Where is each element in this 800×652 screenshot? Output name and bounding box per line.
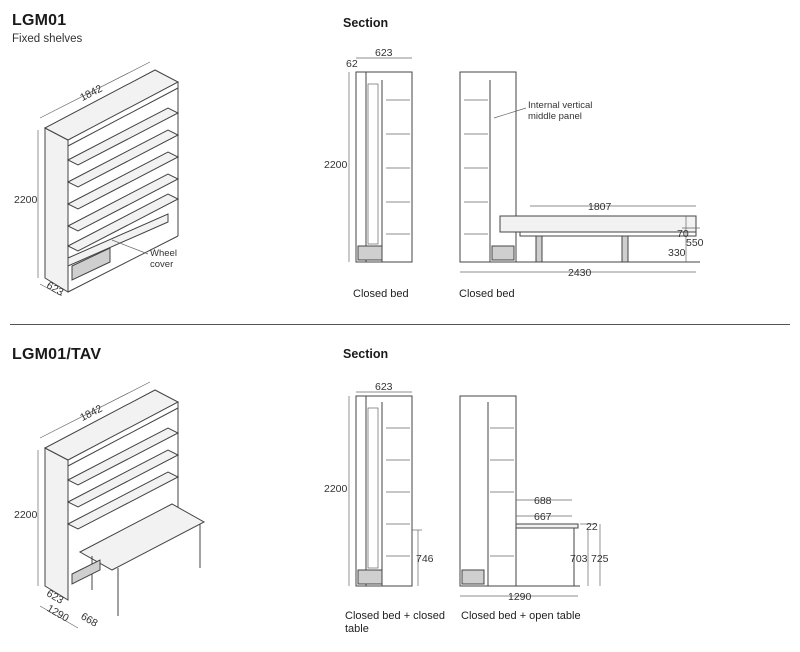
note-wheel-cover-2: cover — [150, 259, 173, 270]
dim-iso-height-tav: 2200 — [14, 509, 38, 521]
note-internal-panel-1: Internal vertical — [528, 100, 592, 111]
iso-side-panel-tav — [44, 447, 69, 601]
dim-height-a: 2200 — [324, 159, 348, 171]
product-title-lgm01: LGM01 — [12, 12, 67, 29]
dim-iso-table-depth: 668 — [79, 610, 100, 629]
note-internal-panel-2: middle panel — [528, 111, 582, 122]
dim-height-tav-a: 2200 — [324, 483, 348, 495]
caption-closed-bed-b: Closed bed — [459, 288, 515, 300]
dim-bed-height: 550 — [686, 237, 704, 249]
dim-frame-height: 330 — [668, 247, 686, 259]
dim-width-tav-a: 623 — [375, 381, 393, 393]
caption-line-2: table — [345, 623, 369, 635]
section-open-table-b: 688 667 22 703 725 1290 — [459, 395, 609, 603]
iso-shelves — [66, 107, 180, 252]
bed-mattress — [499, 215, 697, 233]
caption-closed-bed-open-table: Closed bed + open table — [461, 610, 581, 622]
dim-height-725: 725 — [591, 553, 609, 565]
iso-view-lgm01: 1842 2200 623 Wheel cover — [14, 61, 180, 299]
section-divider — [10, 324, 790, 325]
iso-view-lgm01-tav: 1842 2200 623 1290 668 — [14, 381, 206, 630]
product-subtitle: Fixed shelves — [12, 33, 83, 45]
dim-table-inner: 667 — [534, 511, 552, 523]
iso-table-top — [78, 503, 206, 571]
section-shelves-b — [464, 99, 488, 235]
section-shelves-a — [386, 99, 410, 235]
cabinet-outline-b — [459, 71, 517, 263]
dim-width-a: 623 — [375, 47, 393, 59]
dim-top-a: 62 — [346, 58, 358, 70]
iso-bed-base — [67, 213, 169, 267]
dim-table-height-a: 746 — [416, 553, 434, 565]
dim-mattress: 70 — [677, 228, 689, 240]
section-heading-bottom: Section — [343, 347, 389, 361]
section-closed-bed-b: Internal vertical middle panel 1807 70 5… — [459, 71, 704, 279]
iso-shelves-tav — [66, 427, 180, 530]
caption-closed-bed-closed-table: Closed bed + closed table — [345, 610, 445, 636]
cabinet-outline-tav-a — [355, 395, 413, 587]
section-shelves-tav-b — [490, 427, 514, 557]
section-closed-bed-a: 623 62 2200 — [324, 47, 413, 263]
dim-top-thickness: 22 — [586, 521, 598, 533]
dim-iso-height: 2200 — [14, 194, 38, 206]
caption-closed-bed-a: Closed bed — [353, 288, 409, 300]
dim-height-703: 703 — [570, 553, 588, 565]
section-closed-table-a: 623 2200 746 — [324, 381, 434, 587]
note-wheel-cover-1: Wheel — [150, 248, 177, 259]
section-shelves-tav-a — [386, 427, 410, 557]
dim-total-length: 2430 — [568, 267, 592, 279]
cabinet-outline — [355, 71, 413, 263]
iso-wheel-cover — [71, 247, 111, 281]
product-title-lgm01-tav: LGM01/TAV — [12, 346, 102, 363]
open-table-top — [515, 523, 579, 529]
dim-table-outer: 688 — [534, 495, 552, 507]
caption-line-1: Closed bed + closed — [345, 610, 445, 622]
dim-total-1290: 1290 — [508, 591, 532, 603]
dim-bed-length: 1807 — [588, 201, 612, 213]
section-heading-top: Section — [343, 16, 389, 30]
iso-side-panel — [44, 127, 69, 293]
